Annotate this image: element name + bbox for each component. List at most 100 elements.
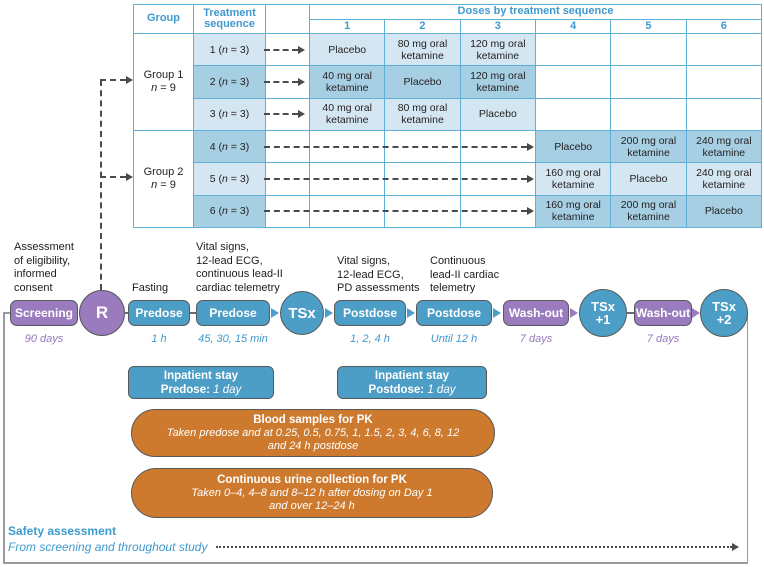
dose-cell: [536, 66, 611, 98]
group1-dashed-branch: [100, 79, 126, 81]
dose-cell: 120 mg oral ketamine: [460, 34, 535, 66]
group1-arrowhead-icon: [126, 75, 133, 84]
col-header-doses: Doses by treatment sequence: [310, 5, 761, 19]
dose-cell: 80 mg oral ketamine: [385, 34, 460, 66]
row-arrowhead-icon: [298, 45, 305, 54]
flow-arrow-icon: [570, 308, 578, 318]
connector-line: [190, 312, 196, 314]
washout2-box: Wash-out: [634, 300, 692, 326]
dose-cell: 200 mg oral ketamine: [611, 195, 686, 227]
telemetry-annotation: Continuous lead-II cardiac telemetry: [430, 255, 500, 294]
dose-cell: 160 mg oral ketamine: [536, 195, 611, 227]
postdose-vitals-annotation: Vital signs, 12-lead ECG, PD assessments: [337, 255, 420, 294]
row-arrowhead-icon: [298, 109, 305, 118]
dose-cell: Placebo: [385, 66, 460, 98]
tsx-circle: TSx: [280, 291, 324, 335]
sequence-cell: 3 (n = 3): [194, 98, 265, 130]
sequence-cell: 1 (n = 3): [194, 34, 265, 66]
predose-vitals-box: Predose: [196, 300, 270, 326]
fasting-annotation: Fasting: [132, 282, 169, 294]
connector-line: [626, 312, 635, 314]
dose-cell: [536, 34, 611, 66]
blood-samples-pill: Blood samples for PK Taken predose and a…: [131, 409, 495, 457]
group2-cell: Group 2 n = 9: [134, 131, 193, 227]
dose-cell: Placebo: [460, 98, 535, 130]
row-dashed-arrow: [264, 178, 527, 180]
row-arrowhead-icon: [527, 206, 534, 215]
dose-cell: [686, 98, 761, 130]
dose-number-header: 3: [460, 20, 535, 33]
row-dashed-arrow: [264, 113, 298, 115]
dose-cell: 40 mg oral ketamine: [310, 98, 385, 130]
postdose-telemetry-box: Postdose: [416, 300, 492, 326]
row-arrowhead-icon: [527, 142, 534, 151]
washout2-duration-label: 7 days: [646, 333, 680, 345]
dose-cell: [611, 34, 686, 66]
sequence-cell: 6 (n = 3): [194, 195, 265, 227]
dose-cell: Placebo: [611, 163, 686, 195]
dose-cell: [686, 66, 761, 98]
fasting-duration-label: 1 h: [151, 333, 167, 345]
inpatient-predose-box: Inpatient stay Predose: 1 day: [128, 366, 274, 399]
loop-line-right: [746, 312, 748, 563]
postdose-assessments-box: Postdose: [334, 300, 406, 326]
safety-assessment-subtitle: From screening and throughout study: [8, 540, 208, 554]
dose-cell: [611, 98, 686, 130]
dose-cell: [686, 34, 761, 66]
row-dashed-arrow: [264, 146, 527, 148]
randomization-dashed-line: [100, 80, 102, 290]
flow-arrow-icon: [493, 308, 501, 318]
screening-annotation: Assessment of eligibility, informed cons…: [14, 241, 74, 294]
col-header-group: Group: [134, 5, 193, 33]
row-arrowhead-icon: [298, 77, 305, 86]
group2-dashed-branch: [100, 176, 126, 178]
telemetry-duration-label: Until 12 h: [430, 333, 478, 345]
col-header-arrow-spacer: [266, 5, 309, 33]
washout1-box: Wash-out: [503, 300, 569, 326]
predose-times-label: 45, 30, 15 min: [198, 333, 268, 345]
loop-line-left: [3, 312, 5, 563]
flow-arrow-icon: [271, 308, 279, 318]
predose-vitals-annotation: Vital signs, 12-lead ECG, continuous lea…: [196, 241, 283, 294]
dose-cell: [611, 66, 686, 98]
dose-cell: [536, 98, 611, 130]
safety-arrowhead-icon: [732, 542, 739, 551]
loop-line-left-stub: [3, 312, 11, 314]
group2-arrowhead-icon: [126, 172, 133, 181]
treatment-sequence-table: Group Treatment sequence Doses by treatm…: [133, 4, 762, 228]
washout1-duration-label: 7 days: [519, 333, 553, 345]
dose-cell: 160 mg oral ketamine: [536, 163, 611, 195]
flow-arrow-icon: [692, 308, 700, 318]
dose-cell: 240 mg oral ketamine: [686, 131, 761, 163]
flow-arrow-icon: [407, 308, 415, 318]
connector-line: [124, 312, 129, 314]
dose-cell: 240 mg oral ketamine: [686, 163, 761, 195]
dose-number-header: 6: [686, 20, 761, 33]
safety-assessment-title: Safety assessment: [8, 524, 117, 538]
dose-cell: Placebo: [536, 131, 611, 163]
dose-number-header: 4: [536, 20, 611, 33]
screening-duration-label: 90 days: [24, 333, 64, 345]
dose-cell: 40 mg oral ketamine: [310, 66, 385, 98]
safety-dotted-arrow: [216, 546, 732, 548]
dose-cell: 80 mg oral ketamine: [385, 98, 460, 130]
col-header-sequence: Treatment sequence: [194, 5, 265, 33]
postdose-times-label: 1, 2, 4 h: [350, 333, 390, 345]
sequence-cell: 2 (n = 3): [194, 66, 265, 98]
inpatient-postdose-box: Inpatient stay Postdose: 1 day: [337, 366, 487, 399]
tsx-plus2-circle: TSx+2: [700, 289, 748, 337]
group1-cell: Group 1 n = 9: [134, 34, 193, 130]
urine-collection-pill: Continuous urine collection for PK Taken…: [131, 468, 493, 518]
row-dashed-arrow: [264, 210, 527, 212]
dose-number-header: 2: [385, 20, 460, 33]
dose-cell: Placebo: [686, 195, 761, 227]
dose-number-header: 1: [310, 20, 385, 33]
row-dashed-arrow: [264, 81, 298, 83]
tsx-plus1-circle: TSx+1: [579, 289, 627, 337]
row-arrowhead-icon: [527, 174, 534, 183]
predose-fasting-box: Predose: [128, 300, 190, 326]
sequence-cell: 5 (n = 3): [194, 163, 265, 195]
loop-line-bottom: [3, 562, 748, 564]
randomization-circle: R: [79, 290, 125, 336]
